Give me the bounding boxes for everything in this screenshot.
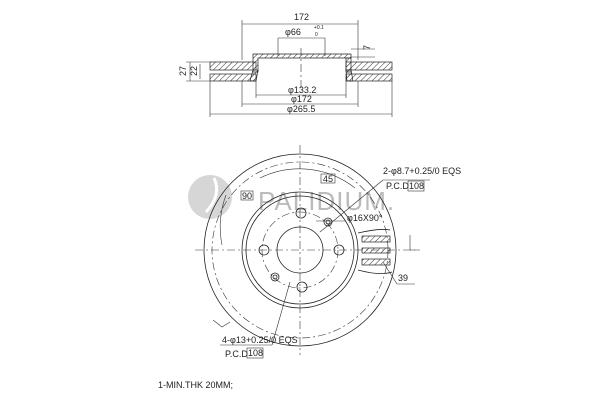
inner-dia: φ133.2 xyxy=(288,85,316,95)
small-holes-spec: 2-φ8.7+0.25/0 EQS xyxy=(383,166,461,176)
bore-dim: φ66 xyxy=(285,27,301,37)
width-dim: 172 xyxy=(294,12,309,22)
bolt-holes-pcd-label: P.C.D xyxy=(225,349,248,359)
bolt-holes-pcd: 108 xyxy=(248,348,263,358)
angle-45: 45 xyxy=(323,174,333,184)
disc-thickness: 22 xyxy=(189,66,199,76)
watermark-logo: PALIDIUM. xyxy=(188,175,395,219)
angle-90: 90 xyxy=(242,191,252,201)
bolt-holes-spec: 4-φ13+0.25/0 EQS xyxy=(222,335,298,345)
hat-thickness: 7 xyxy=(362,45,372,50)
total-thickness: 27 xyxy=(178,66,188,76)
front-view: 45 90 2-φ8.7+0.25/0 EQS P.C.D 108 φ16X90… xyxy=(195,145,461,359)
watermark-text: PALIDIUM. xyxy=(258,186,395,216)
note-min-thickness: 1-MIN.THK 20MM; xyxy=(158,380,233,390)
hat-dia: φ172 xyxy=(291,94,312,104)
small-holes-pcd: 108 xyxy=(409,181,424,191)
outer-dia: φ265.5 xyxy=(287,104,315,114)
section-view: 172 φ66 +0.1 0 7 27 22 φ133.2 φ172 xyxy=(178,12,393,117)
bore-tol-lower: 0 xyxy=(315,32,318,38)
vane-dim: 39 xyxy=(398,273,408,283)
chamfer-spec: φ16X90° xyxy=(347,213,383,223)
small-holes-pcd-label: P.C.D xyxy=(386,181,409,191)
bore-tol-upper: +0.1 xyxy=(314,25,324,31)
